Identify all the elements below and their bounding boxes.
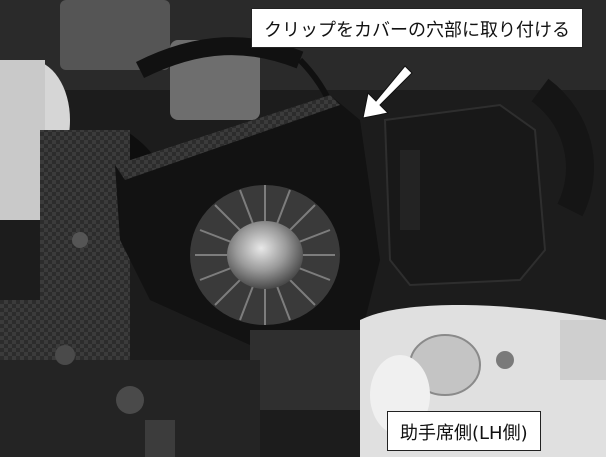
arrow-icon (362, 65, 413, 119)
side-label: 助手席側(LH側) (387, 411, 541, 451)
clip-instruction-label: クリップをカバーの穴部に取り付ける (251, 8, 583, 48)
